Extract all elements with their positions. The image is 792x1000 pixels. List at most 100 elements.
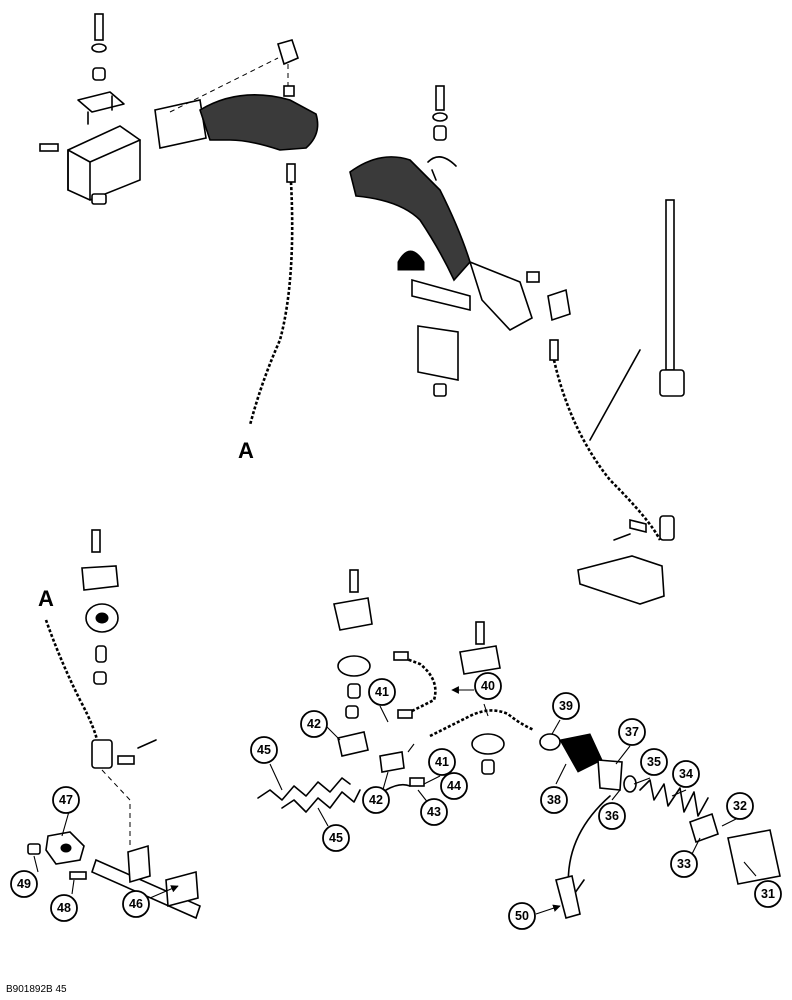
- clevis-icon: [337, 731, 369, 757]
- nut-icon: [433, 383, 447, 397]
- ball-joint-icon: [277, 39, 299, 66]
- callout-39: 39: [552, 692, 580, 720]
- callout-45-upper: 45: [250, 736, 278, 764]
- ball-joint-icon: [547, 288, 571, 322]
- callout-34: 34: [672, 760, 700, 788]
- control-cable-40b: [429, 709, 535, 738]
- clevis-icon: [659, 515, 675, 541]
- cotter-pin-icon: [385, 783, 411, 791]
- svg-text:42: 42: [307, 717, 321, 731]
- washer-icon: [623, 775, 637, 793]
- callout-37: 37: [618, 718, 646, 746]
- nut-icon: [539, 733, 561, 751]
- clevis-icon: [91, 739, 113, 769]
- connector-letter-a-lower: A: [38, 586, 54, 611]
- callout-40: 40: [474, 672, 502, 700]
- bolt-icon: [435, 85, 445, 111]
- callout-49: 49: [10, 870, 38, 898]
- cable-end-fitting-icon: [397, 709, 413, 719]
- callout-31: 31: [754, 880, 782, 908]
- bolt-icon: [39, 143, 59, 152]
- callout-42-lower: 42: [362, 786, 390, 814]
- svg-text:31: 31: [761, 887, 775, 901]
- bolt-icon: [349, 569, 359, 593]
- callout-48: 48: [50, 894, 78, 922]
- rod-end-icon: [659, 369, 685, 397]
- cable-end-fitting-icon: [286, 163, 296, 183]
- lever-pivot-block-icon: [154, 99, 207, 149]
- control-cable-a: [248, 181, 294, 426]
- svg-text:33: 33: [677, 857, 691, 871]
- pin-icon: [409, 777, 425, 787]
- spacer-icon: [433, 125, 447, 141]
- spring-clip-icon: [427, 156, 457, 181]
- lever-arm-icon: [577, 555, 665, 605]
- cylinder-icon: [727, 829, 781, 885]
- washer-icon: [91, 43, 107, 53]
- lever-pivot-block-icon: [468, 260, 533, 331]
- callout-47: 47: [52, 786, 80, 814]
- callout-42-upper: 42: [300, 710, 328, 738]
- spring-clip-icon: [77, 91, 125, 125]
- svg-text:48: 48: [57, 901, 71, 915]
- cable-guide-line: [589, 349, 641, 441]
- clevis-icon: [379, 751, 405, 773]
- bracket-cap-icon: [459, 645, 501, 675]
- control-cable-40a: [403, 656, 437, 714]
- bolt-icon: [94, 13, 104, 41]
- callout-36: 36: [598, 802, 626, 830]
- svg-text:45: 45: [257, 743, 271, 757]
- cotter-pin-icon: [613, 533, 631, 541]
- callout-32: 32: [726, 792, 754, 820]
- svg-text:34: 34: [679, 767, 693, 781]
- callout-45-lower: 45: [322, 824, 350, 852]
- cotter-pin-icon: [137, 739, 157, 749]
- bracket-cap-icon: [333, 597, 373, 631]
- lever-handle-grip-icon: [199, 94, 319, 151]
- return-spring-icon: [281, 789, 361, 813]
- lever-handle-grip-icon: [349, 156, 471, 282]
- svg-text:41: 41: [375, 685, 389, 699]
- svg-text:50: 50: [515, 909, 529, 923]
- svg-text:49: 49: [17, 877, 31, 891]
- knob-icon: [397, 250, 425, 271]
- cable-end-fitting-icon: [393, 651, 409, 661]
- svg-text:37: 37: [625, 725, 639, 739]
- figure-reference: B901892B 45: [6, 984, 67, 995]
- spacer-icon: [347, 683, 361, 699]
- nut-icon: [283, 85, 295, 97]
- callout-41-lower: 41: [428, 748, 456, 776]
- spacer-icon: [92, 67, 106, 81]
- pulley-icon: [337, 655, 371, 677]
- pedal-assembly: A: [27, 529, 201, 920]
- control-rod-icon: [665, 199, 675, 371]
- svg-text:36: 36: [605, 809, 619, 823]
- compression-spring-icon: [639, 779, 709, 817]
- control-cable-a-lower: [44, 619, 100, 746]
- nut-icon: [93, 671, 107, 685]
- mounting-bracket-icon: [417, 325, 459, 381]
- nut-icon: [91, 193, 107, 205]
- left-hand-lever-assembly: A: [39, 13, 319, 463]
- svg-text:32: 32: [733, 799, 747, 813]
- control-knob-icon: [559, 733, 603, 773]
- spacer-icon: [481, 759, 495, 775]
- svg-text:44: 44: [447, 779, 461, 793]
- control-unit-assembly: [257, 569, 781, 919]
- clamp-icon: [597, 759, 623, 791]
- svg-text:43: 43: [427, 805, 441, 819]
- nut-icon: [345, 705, 359, 719]
- svg-text:35: 35: [647, 755, 661, 769]
- bracket-cap-icon: [81, 565, 119, 591]
- svg-text:38: 38: [547, 793, 561, 807]
- callout-33: 33: [670, 850, 698, 878]
- shaft-tab-icon: [165, 870, 199, 908]
- washer-icon: [432, 112, 448, 122]
- retaining-clip-icon: [555, 875, 581, 919]
- bolt-icon: [69, 871, 87, 880]
- cable-end-fitting-icon: [549, 339, 559, 361]
- callout-50: 50: [508, 902, 536, 930]
- svg-text:45: 45: [329, 831, 343, 845]
- nut-icon: [526, 271, 540, 283]
